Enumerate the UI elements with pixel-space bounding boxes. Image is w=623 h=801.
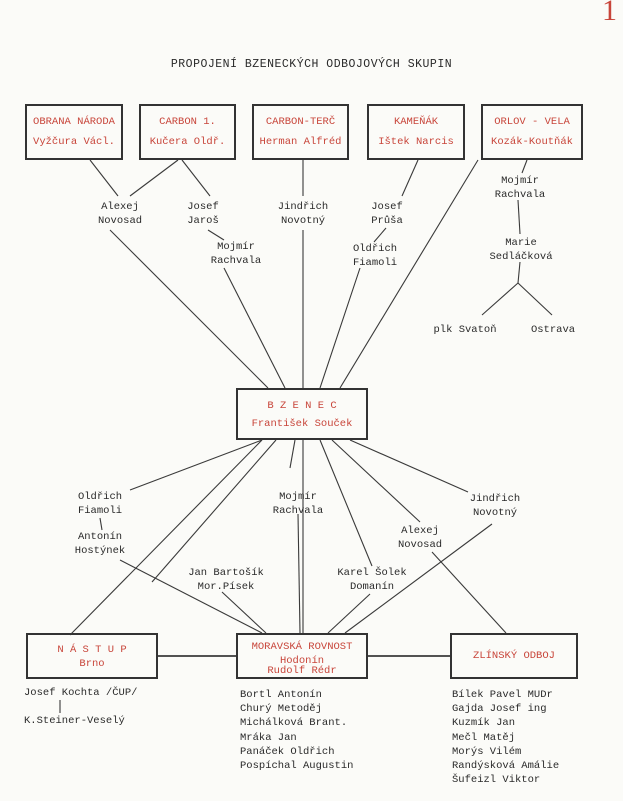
page-number: 1 — [602, 0, 617, 27]
line-fiamoli-hostynek — [99, 517, 103, 531]
person-jaros: Josef Jaroš — [187, 201, 219, 227]
person-fiamoli-lower: Oldřich Fiamoli — [77, 491, 123, 517]
line-fork-svaton — [481, 282, 519, 316]
group-leader: Ištek Narcis — [378, 136, 454, 148]
line-bzenec-novotny — [349, 439, 469, 493]
line-orlov-rachvala — [521, 159, 528, 174]
box-carbon-1: CARBON 1. Kučera Oldř. — [139, 104, 236, 160]
member-item: Mečl Matěj — [452, 731, 516, 744]
person-rachvala-right: Mojmír Rachvala — [494, 175, 546, 201]
person-hostynek: Antonín Hostýnek — [74, 531, 126, 557]
box-bzenec: B Z E N E C František Souček — [236, 388, 368, 440]
member-item: Josef Kochta /ČUP/ — [24, 687, 138, 699]
box-moravska-rovnost: MORAVSKÁ ROVNOST Hodonín Rudolf Rédr — [236, 633, 368, 679]
group-leader: Vyžčura Václ. — [33, 136, 115, 148]
group-place: Brno — [79, 658, 105, 670]
group-name: OBRANA NÁRODA — [33, 116, 115, 128]
center-name: B Z E N E C — [267, 400, 337, 412]
line-bzenec-novosad — [331, 439, 421, 523]
member-item: Kuzmík Jan — [452, 717, 516, 730]
line-novotny-moravska — [344, 523, 493, 634]
person-prusa: Josef Průša — [371, 201, 403, 227]
line-solek-moravska — [327, 593, 371, 634]
line-jaros-rachvala — [207, 229, 225, 241]
line-bzenec-nastup — [69, 439, 263, 636]
member-item: Bílek Pavel MUDr — [452, 689, 553, 701]
person-novotny-upper: Jindřich Novotný — [277, 201, 329, 227]
line-bzenec-rachvala — [289, 439, 296, 469]
line-bzenec-solek — [319, 439, 373, 567]
member-item: Morýs Vilém — [452, 745, 522, 758]
person-rachvala-mid: Mojmír Rachvala — [210, 241, 262, 267]
group-name: N Á S T U P — [57, 644, 127, 656]
group-name: ZLÍNSKÝ ODBOJ — [473, 650, 555, 662]
member-item: Panáček Oldřich — [240, 745, 335, 758]
group-leader: Herman Alfréd — [259, 136, 342, 148]
member-item: Bortl Antonín — [240, 689, 322, 701]
box-zlinsky-odboj: ZLÍNSKÝ ODBOJ — [450, 633, 578, 679]
line-rachvala-moravska — [297, 513, 301, 634]
box-carbon-terc: CARBON-TERČ Herman Alfréd — [252, 104, 349, 160]
line-novosad-bzenec — [109, 229, 269, 389]
person-sedlackova: Marie Sedláčková — [489, 237, 553, 263]
group-name: ORLOV - VELA — [494, 116, 570, 128]
line-orlov-bzenec — [339, 159, 479, 389]
member-item: Mráka Jan — [240, 731, 297, 744]
nastup-members: Josef Kochta /ČUP/ K.Steiner-Veselý — [24, 686, 137, 728]
line-bzenec-fiamoli — [129, 439, 263, 491]
line-hostynek-moravska — [119, 559, 263, 634]
zlinsky-members: Bílek Pavel MUDr Gajda Josef ing Kuzmík … — [452, 688, 559, 787]
member-item: Gajda Josef ing — [452, 703, 547, 716]
line-kamenak-prusa — [401, 159, 419, 197]
line-rachvala-sedlackova — [517, 199, 521, 235]
line-bzenec-bartosik — [151, 439, 277, 583]
line-fiamoli-bzenec — [319, 267, 361, 389]
box-kamenak: KAMEŇÁK Ištek Narcis — [367, 104, 465, 160]
line-carbon1-novosad — [129, 159, 179, 197]
center-leader: František Souček — [251, 418, 353, 430]
moravska-members: Bortl Antonín Churý Metoděj Michálková B… — [240, 688, 353, 773]
line-carbon1-jaros — [181, 159, 211, 197]
box-nastup: N Á S T U P Brno — [26, 633, 158, 679]
group-leader: Kozák-Koutňák — [491, 136, 573, 148]
person-fiamoli-upper: Oldřich Fiamoli — [352, 243, 398, 269]
box-obrana-naroda: OBRANA NÁRODA Vyžčura Václ. — [25, 104, 123, 160]
member-item: Pospíchal Augustin — [240, 760, 354, 773]
line-fork-ostrava — [517, 282, 553, 316]
page-title: PROPOJENÍ BZENECKÝCH ODBOJOVÝCH SKUPIN — [170, 58, 453, 71]
person-novotny-lower: Jindřich Novotný — [469, 493, 521, 519]
person-novosad-upper: Alexej Novosad — [97, 201, 143, 227]
group-place: Hodonín — [279, 655, 325, 667]
person-solek: Karel Šolek Domanín — [337, 567, 407, 593]
line-bartosik-moravska — [221, 591, 267, 634]
member-item: K.Steiner-Veselý — [24, 715, 125, 728]
group-name: KAMEŇÁK — [393, 116, 439, 128]
group-name: MORAVSKÁ ROVNOST — [251, 641, 353, 653]
box-orlov-vela: ORLOV - VELA Kozák-Koutňák — [481, 104, 583, 160]
group-person: Rudolf Rédr — [267, 665, 337, 677]
place-svaton: plk Svatoň — [433, 324, 497, 336]
line-sedlackova-fork — [517, 261, 521, 284]
line-prusa-fiamoli — [373, 227, 387, 243]
person-rachvala-lower: Mojmír Rachvala — [272, 491, 324, 517]
group-name: CARBON 1. — [159, 116, 216, 128]
group-name: CARBON-TERČ — [265, 116, 336, 128]
line-obrana-novosad — [89, 159, 119, 197]
place-ostrava: Ostrava — [530, 324, 576, 336]
member-item: Šufeizl Viktor — [452, 774, 541, 787]
group-leader: Kučera Oldř. — [149, 136, 226, 148]
person-bartosik: Jan Bartošík Mor.Písek — [188, 567, 264, 593]
member-item: Michálková Brant. — [240, 717, 348, 730]
line-novosad-zlinsky — [431, 551, 507, 634]
person-novosad-lower: Alexej Novosad — [397, 525, 443, 551]
member-item: Randýsková Amálie — [452, 760, 560, 773]
member-item: Churý Metoděj — [240, 703, 322, 716]
line-rachvala-bzenec — [223, 267, 286, 389]
